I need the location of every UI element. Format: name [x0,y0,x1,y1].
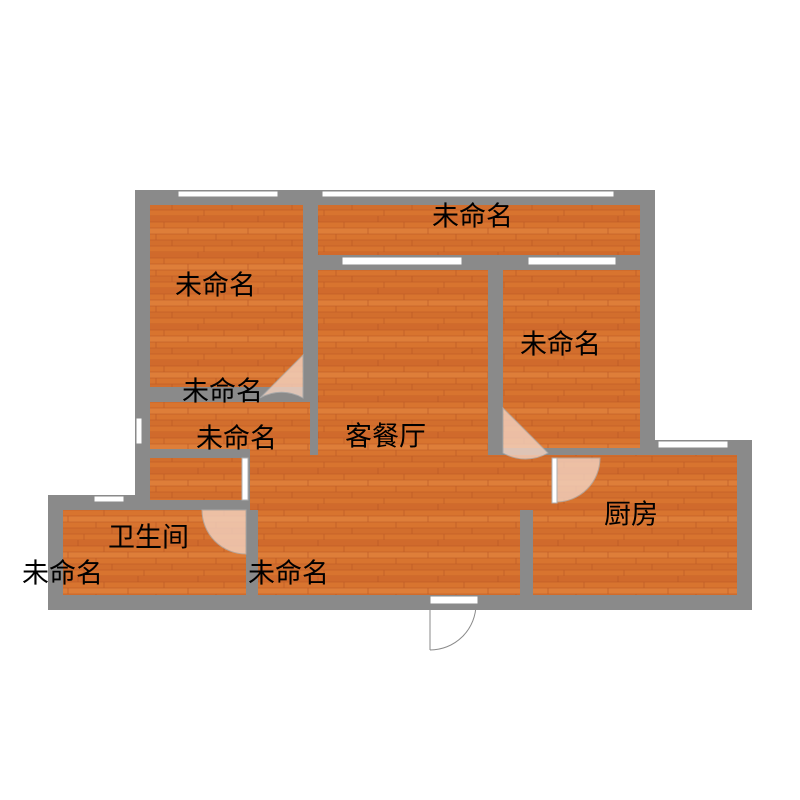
floors [63,205,737,595]
label-bathroom: 卫生间 [108,523,189,554]
window-top-balcony [321,190,615,198]
window-top-left [177,190,279,198]
floor-living-lower [250,455,555,510]
door-kitchen-frame [551,457,558,504]
door-right-bedroom [502,406,549,460]
door-top-left-bedroom [259,353,304,399]
label-north-balcony: 未命名 [432,202,513,233]
window-left-small [135,417,143,445]
door-main-entry-swing [429,603,477,651]
label-bath-balcony: 未命名 [22,559,103,590]
door-bathroom [201,509,247,555]
floor-right-bedroom [503,270,640,448]
label-top-left-bedroom: 未命名 [175,271,256,302]
floor-living-upper [318,270,488,455]
doors [201,353,601,651]
label-small-room-upper: 未命名 [182,377,263,408]
label-small-room-lower: 未命名 [196,424,277,455]
window-right-bedroom [527,256,617,266]
window-bathroom [93,495,125,503]
floor-hall-link [250,402,310,462]
windows [93,190,729,503]
room-labels: 未命名 未命名 未命名 未命名 未命名 客餐厅 厨房 卫生间 未命名 未命名 [22,202,658,590]
label-entry-hall: 未命名 [248,559,329,590]
floor-small-room-lower [150,458,243,500]
floor-top-left-bedroom [150,205,303,387]
window-kitchen [657,440,729,449]
door-kitchen [555,457,601,503]
door-small-room-lower [241,457,249,501]
label-right-bedroom: 未命名 [520,330,601,361]
label-kitchen: 厨房 [604,500,658,531]
window-living [341,256,463,266]
floor-entry-hall [258,510,520,595]
label-living-dining: 客餐厅 [345,422,426,453]
floor-north-balcony [318,205,640,255]
door-main-entry [429,595,479,605]
